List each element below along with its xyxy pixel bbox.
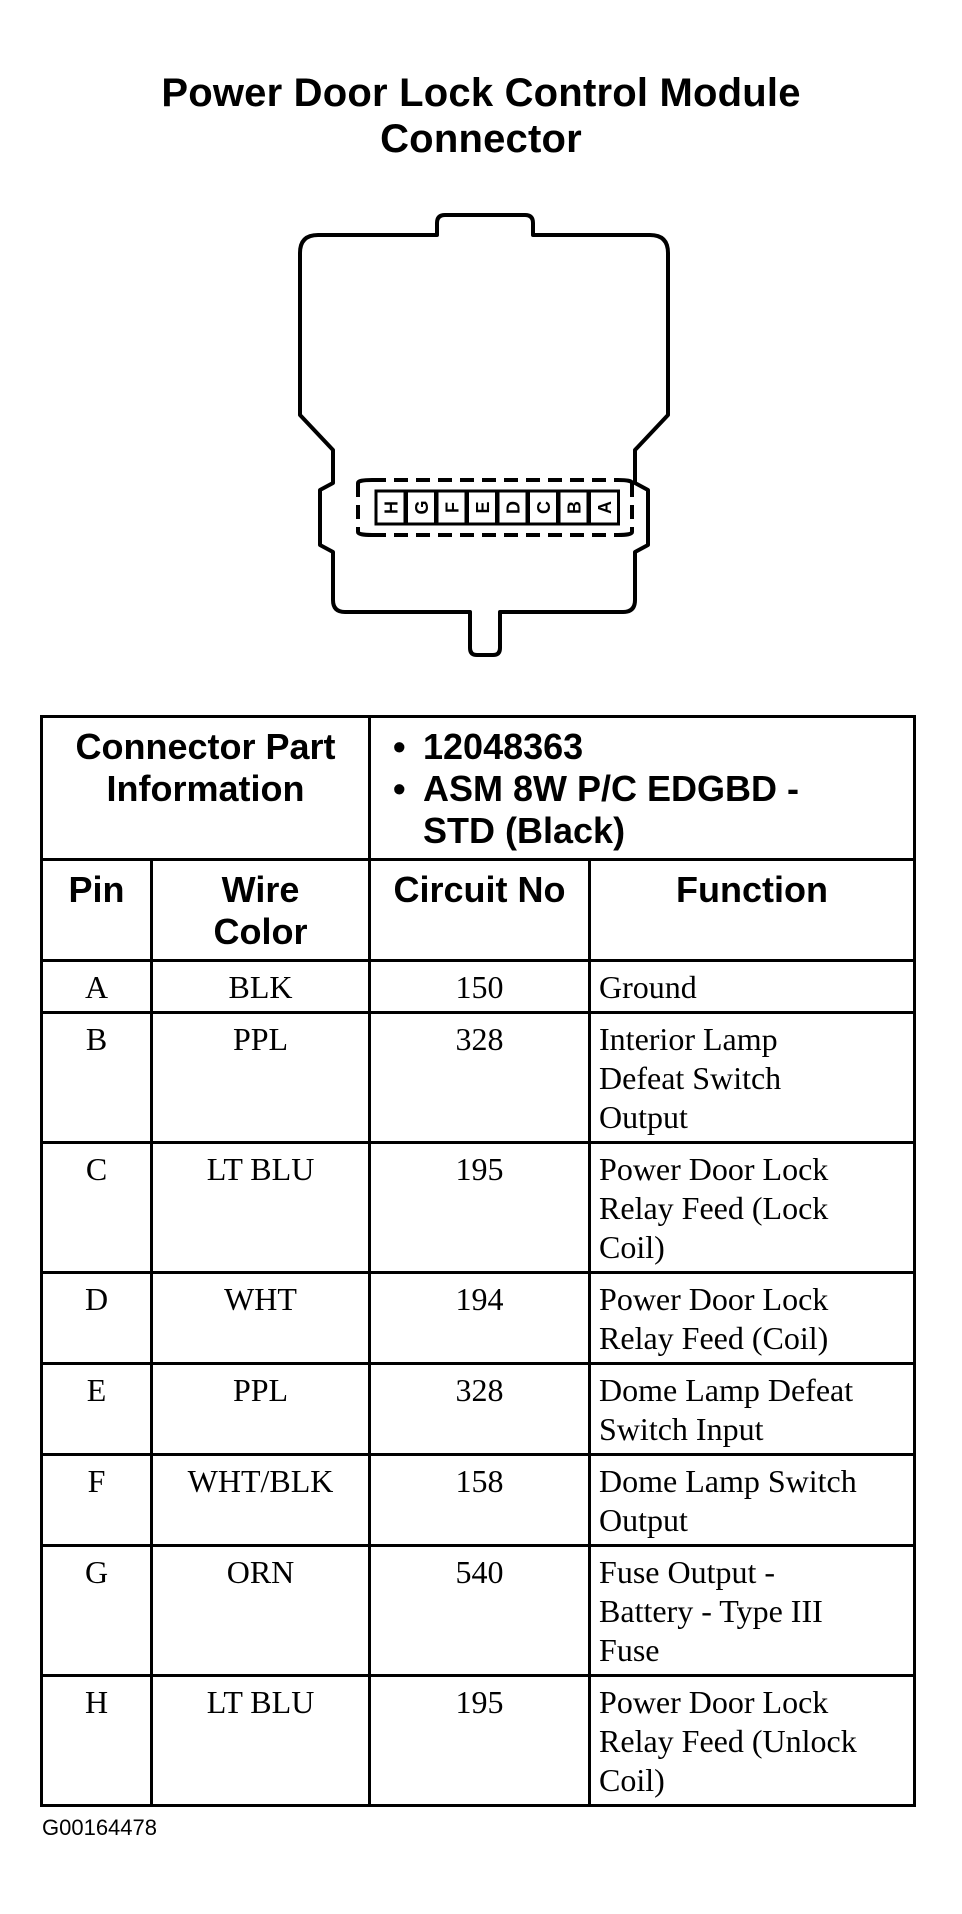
circuit-no-cell: 195 (368, 1141, 592, 1274)
part-number: 12048363 (393, 726, 903, 768)
function-line: Relay Feed (Lock (599, 1190, 829, 1226)
pin-cell: G (40, 1544, 153, 1677)
function-line: Coil) (599, 1762, 665, 1798)
function-line: Switch Input (599, 1411, 764, 1447)
pin-cell: E (40, 1362, 153, 1456)
function-line: Power Door Lock (599, 1151, 829, 1187)
wire-color-cell: LT BLU (149, 1141, 372, 1274)
circuit-no-cell: 328 (368, 1011, 592, 1144)
function-line: Ground (599, 969, 697, 1005)
part-info-label-line-1: Connector Part (75, 726, 336, 767)
wire-color-cell: BLK (149, 959, 372, 1014)
pin-cavity-label: H (382, 501, 402, 514)
function-line: Interior Lamp (599, 1021, 778, 1057)
pin-cell: D (40, 1271, 153, 1365)
circuit-no-cell: 158 (368, 1453, 592, 1547)
pin-cell: A (40, 959, 153, 1014)
pin-cell: F (40, 1453, 153, 1547)
circuit-no-cell: 194 (368, 1271, 592, 1365)
column-header-row: Pin Wire Color Circuit No Function (40, 858, 917, 962)
wire-color-cell: ORN (149, 1544, 372, 1677)
pin-cell: C (40, 1141, 153, 1274)
title-line-1: Power Door Lock Control Module (161, 71, 801, 115)
pin-cavity-label: B (565, 501, 585, 514)
function-line: Power Door Lock (599, 1281, 829, 1317)
function-line: Battery - Type III (599, 1593, 823, 1629)
wire-color-cell: PPL (149, 1011, 372, 1144)
pin-cavity-label: D (504, 501, 524, 514)
part-description-cont: STD (Black) (423, 810, 626, 851)
column-header-circuit-no: Circuit No (368, 858, 592, 962)
circuit-no-cell: 195 (368, 1674, 592, 1807)
connector-dashed-bracket (356, 478, 634, 537)
pin-cell: H (40, 1674, 153, 1807)
column-header-circuit-text: Circuit No (393, 869, 566, 910)
function-cell: Ground (588, 959, 917, 1014)
connector-pin-table: Connector Part Information 12048363 ASM … (39, 715, 917, 1807)
function-line: Relay Feed (Coil) (599, 1320, 829, 1356)
function-line: Fuse Output - (599, 1554, 776, 1590)
column-header-pin-text: Pin (68, 869, 125, 910)
function-line: Relay Feed (Unlock (599, 1723, 857, 1759)
wire-color-cell: WHT (149, 1271, 372, 1365)
function-line: Output (599, 1099, 688, 1135)
wire-color-cell: LT BLU (149, 1674, 372, 1807)
pin-cavity-label: E (473, 501, 493, 513)
column-header-function-text: Function (676, 869, 828, 910)
function-line: Dome Lamp Defeat (599, 1372, 854, 1408)
function-line: Power Door Lock (599, 1684, 829, 1720)
connector-bracket-caps (356, 478, 634, 537)
part-info-label-line-2: Information (106, 768, 305, 809)
column-header-wire-line-1: Wire (221, 869, 300, 910)
column-header-function: Function (588, 858, 917, 962)
function-line: Fuse (599, 1632, 660, 1668)
column-header-wire-color: Wire Color (149, 858, 372, 962)
title-line-2: Connector (380, 117, 582, 161)
pin-cavity-label: G (412, 500, 432, 514)
part-description: ASM 8W P/C EDGBD - (393, 768, 903, 810)
pin-cavity-label: C (534, 501, 554, 514)
pin-cavity-label: F (443, 502, 463, 513)
function-line: Defeat Switch (599, 1060, 782, 1096)
function-line: Dome Lamp Switch (599, 1463, 857, 1499)
function-line: Output (599, 1502, 688, 1538)
function-line: Coil) (599, 1229, 665, 1265)
circuit-no-cell: 150 (368, 959, 592, 1014)
wire-color-cell: PPL (149, 1362, 372, 1456)
connector-outline (298, 213, 670, 657)
part-info-row: Connector Part Information 12048363 ASM … (39, 715, 917, 861)
pin-cavity-label: A (595, 501, 615, 514)
circuit-no-cell: 540 (368, 1544, 592, 1677)
wire-color-cell: WHT/BLK (149, 1453, 372, 1547)
page-title: Power Door Lock Control Module Connector (0, 70, 962, 162)
part-info-label: Connector Part Information (39, 715, 372, 861)
part-info-values: 12048363 ASM 8W P/C EDGBD - STD (Black) (368, 715, 917, 861)
figure-id: G00164478 (42, 1815, 157, 1840)
circuit-no-cell: 328 (368, 1362, 592, 1456)
pin-cavity (588, 489, 620, 526)
pin-cell: B (40, 1011, 153, 1144)
column-header-pin: Pin (40, 858, 153, 962)
column-header-wire-line-2: Color (213, 911, 308, 952)
